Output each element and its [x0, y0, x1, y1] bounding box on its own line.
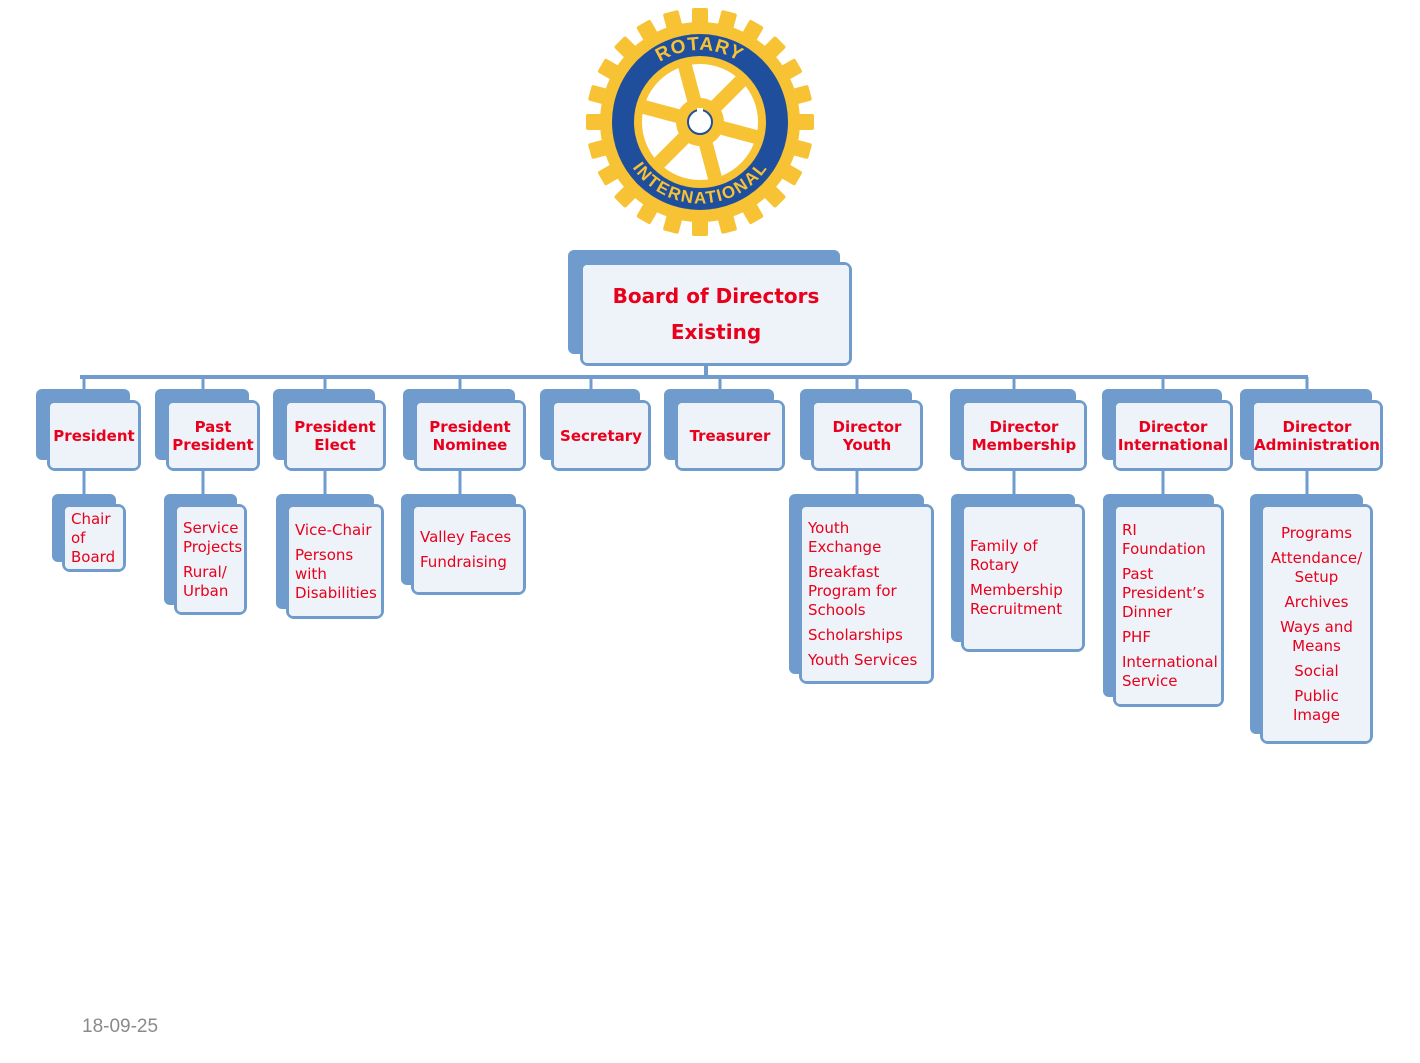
position-director-membership-duties-box-line-2: Membership Recruitment	[970, 581, 1063, 618]
position-director-administration-duties-box-line-6: Public Image	[1293, 686, 1340, 724]
position-past-president-duties-box-line-1: Service Projects	[183, 518, 243, 556]
position-director-international-duties-box-line-4: International Service	[1122, 652, 1218, 690]
position-director-international-duties-box-line-2: Past President’s Dinner	[1122, 564, 1205, 621]
position-director-international-box-line-1: Director	[1138, 417, 1208, 436]
position-director-international-box-line-2: International	[1117, 435, 1229, 454]
position-director-administration-duties-box-line-4: Ways and Means	[1280, 617, 1353, 655]
position-president-nominee-box-line-1: President	[429, 417, 511, 436]
position-president-elect-duties-box-line-1: Vice-Chair	[295, 520, 372, 539]
position-president-elect-duties-box-line-2: Persons with Disabilities	[295, 545, 377, 602]
position-director-youth-box-line-1: Director	[832, 417, 902, 436]
position-president-nominee-box-line-2: Nominee	[432, 435, 508, 454]
position-past-president-box-line-2: President	[172, 435, 254, 454]
position-director-youth-duties-box-line-4: Youth Services	[808, 650, 918, 669]
position-president-elect-box-line-2: Elect	[314, 435, 356, 454]
position-director-international-duties-box-line-1: RI Foundation	[1122, 520, 1206, 558]
position-director-membership-box-line-1: Director	[989, 417, 1059, 436]
position-secretary-box: Secretary	[540, 389, 651, 471]
position-president-elect-box-line-1: President	[294, 417, 376, 436]
position-president-box-line-1: President	[53, 426, 135, 445]
logo-keyway	[697, 108, 703, 114]
position-director-youth-duties-box-line-2: Breakfast Program for Schools	[808, 562, 897, 619]
position-director-administration-duties-box-line-1: Programs	[1280, 523, 1353, 542]
position-president-nominee-duties-box-line-2: Fundraising	[420, 552, 507, 571]
position-past-president-box-line-1: Past	[194, 417, 232, 436]
position-director-administration-duties-box-line-5: Social	[1294, 661, 1339, 680]
position-president-nominee-duties-box-line-1: Valley Faces	[420, 527, 512, 546]
position-treasurer-box: Treasurer	[664, 389, 785, 471]
board-of-directors-box-line-2: Existing	[670, 320, 762, 344]
position-president-box: President	[36, 389, 141, 471]
position-director-administration-box-line-2: Administration	[1254, 435, 1380, 454]
position-director-membership-box-line-2: Membership	[971, 435, 1077, 454]
position-director-international-duties-box-line-3: PHF	[1122, 627, 1151, 646]
position-director-membership-duties-box-line-1: Family of Rotary	[970, 537, 1038, 574]
position-president-duties-box-line-1: Chair of Board	[71, 509, 116, 566]
position-treasurer-box-line-1: Treasurer	[689, 426, 771, 445]
position-director-administration-box-line-1: Director	[1282, 417, 1352, 436]
position-director-administration-duties-box-line-2: Attendance/ Setup	[1270, 548, 1363, 586]
date-stamp: 18-09-25	[82, 1016, 159, 1037]
position-past-president-duties-box-line-2: Rural/ Urban	[183, 562, 229, 600]
position-president-duties-box: Chair of Board	[52, 494, 126, 572]
board-of-directors-box-line-1: Board of Directors	[612, 284, 820, 308]
position-director-youth-duties-box-line-3: Scholarships	[808, 625, 903, 644]
position-secretary-box-line-1: Secretary	[560, 426, 642, 445]
position-director-administration-duties-box-line-3: Archives	[1284, 592, 1349, 611]
position-director-youth-box-line-2: Youth	[842, 435, 892, 454]
position-director-youth-duties-box-line-1: Youth Exchange	[808, 518, 882, 556]
